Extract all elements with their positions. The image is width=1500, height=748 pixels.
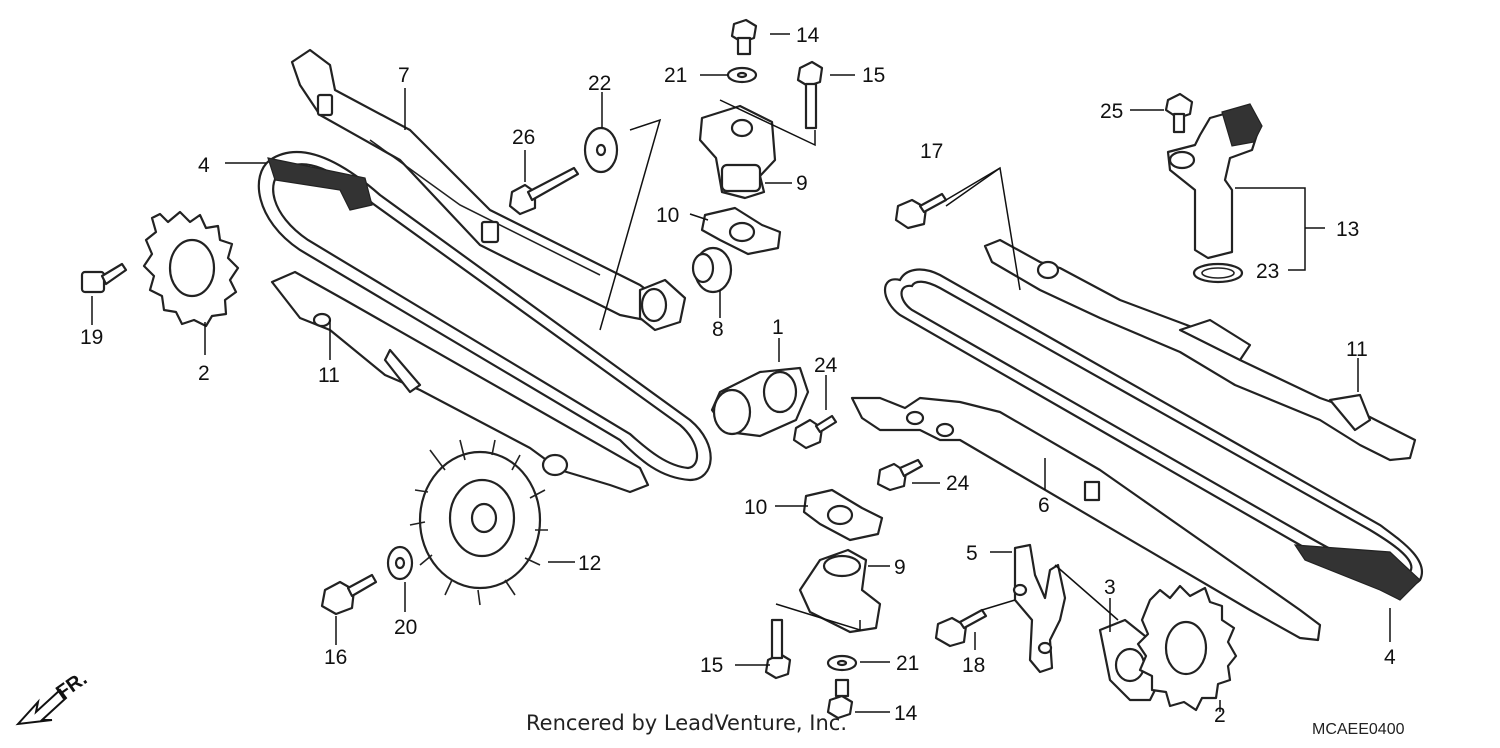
callout-14-lower: 14 [894,702,918,725]
bolt-18[interactable] [934,608,988,648]
callout-22: 22 [588,72,611,95]
cam-sprocket-left[interactable] [142,210,240,328]
callout-11-left: 11 [318,364,340,387]
bolt-16[interactable] [320,573,378,616]
plate-5[interactable] [1012,543,1067,674]
callout-labels: 14 21 15 22 7 26 4 19 2 11 9 10 8 1 24 2… [80,24,1396,727]
bolt-14-lower[interactable] [826,678,854,720]
cam-chain-guide-6[interactable] [850,396,1322,642]
callout-4-left: 4 [198,154,210,177]
gasket-10-upper[interactable] [700,206,782,256]
callout-19: 19 [80,326,103,349]
o-ring-23[interactable] [1192,262,1244,284]
cam-chain-guide-11-right[interactable] [983,238,1417,462]
tensioner-roller[interactable] [638,278,687,332]
callout-2-left: 2 [198,362,210,385]
callout-9-top: 9 [796,172,808,195]
chain-guide-bush-1[interactable] [710,366,810,438]
washer-21-lower[interactable] [826,654,858,672]
washer-21-top[interactable] [726,66,758,84]
cam-chain-guide-11-left[interactable] [270,270,650,494]
bolt-19[interactable] [80,262,128,294]
callout-23: 23 [1256,260,1279,283]
bolt-24-lower[interactable] [876,458,924,492]
cam-position-sensor-13[interactable] [1166,103,1263,260]
gasket-10-lower[interactable] [802,488,884,542]
callout-26: 26 [512,126,535,149]
callout-6: 6 [1038,494,1050,517]
callout-18: 18 [962,654,985,677]
bolt-15-top[interactable] [796,60,824,130]
callout-25: 25 [1100,100,1123,123]
callout-3: 3 [1104,576,1116,599]
washer-22[interactable] [583,126,619,174]
callout-15-top: 15 [862,64,885,87]
callout-2-right: 2 [1214,704,1226,727]
callout-13: 13 [1336,218,1359,241]
callout-20: 20 [394,616,417,639]
bolt-17[interactable] [894,192,948,230]
bolt-26[interactable] [508,166,580,216]
callout-24-top: 24 [814,354,838,377]
leader-lines [91,33,1391,713]
callout-11-right: 11 [1346,338,1368,361]
callout-15-lower: 15 [700,654,723,677]
collar-8[interactable] [691,246,733,294]
front-direction-arrow: FR. [15,668,91,726]
pulse-rotor-12[interactable] [409,439,548,606]
callout-10-lower: 10 [744,496,767,519]
callout-7: 7 [398,64,410,87]
cam-sprocket-right[interactable] [1136,584,1238,712]
callout-5: 5 [966,542,978,565]
callout-4-right: 4 [1384,646,1396,669]
callout-9-lower: 9 [894,556,906,579]
bolt-24-upper[interactable] [792,414,838,450]
callout-8: 8 [712,318,724,341]
callout-10-top: 10 [656,204,679,227]
cam-chain-tensioner-lower[interactable] [798,548,882,634]
callout-1: 1 [772,316,784,339]
cam-chain-tensioner-upper[interactable] [698,104,777,200]
callout-24-lower: 24 [946,472,970,495]
callout-21-lower: 21 [896,652,919,675]
washer-20[interactable] [386,545,414,581]
callout-17: 17 [920,140,943,163]
cam-chain-right[interactable] [884,268,1423,601]
cam-chain-left[interactable] [257,151,712,482]
bolt-14-top[interactable] [730,18,758,56]
bolt-25[interactable] [1164,92,1194,134]
callout-16: 16 [324,646,347,669]
callout-14-top: 14 [796,24,820,47]
bolt-15-lower[interactable] [764,618,792,680]
callout-12: 12 [578,552,601,575]
callout-21-top: 21 [664,64,687,87]
diagram-code: MCAEE0400 [1312,721,1405,738]
credit-text: Rencered by LeadVenture, Inc. [526,711,847,735]
